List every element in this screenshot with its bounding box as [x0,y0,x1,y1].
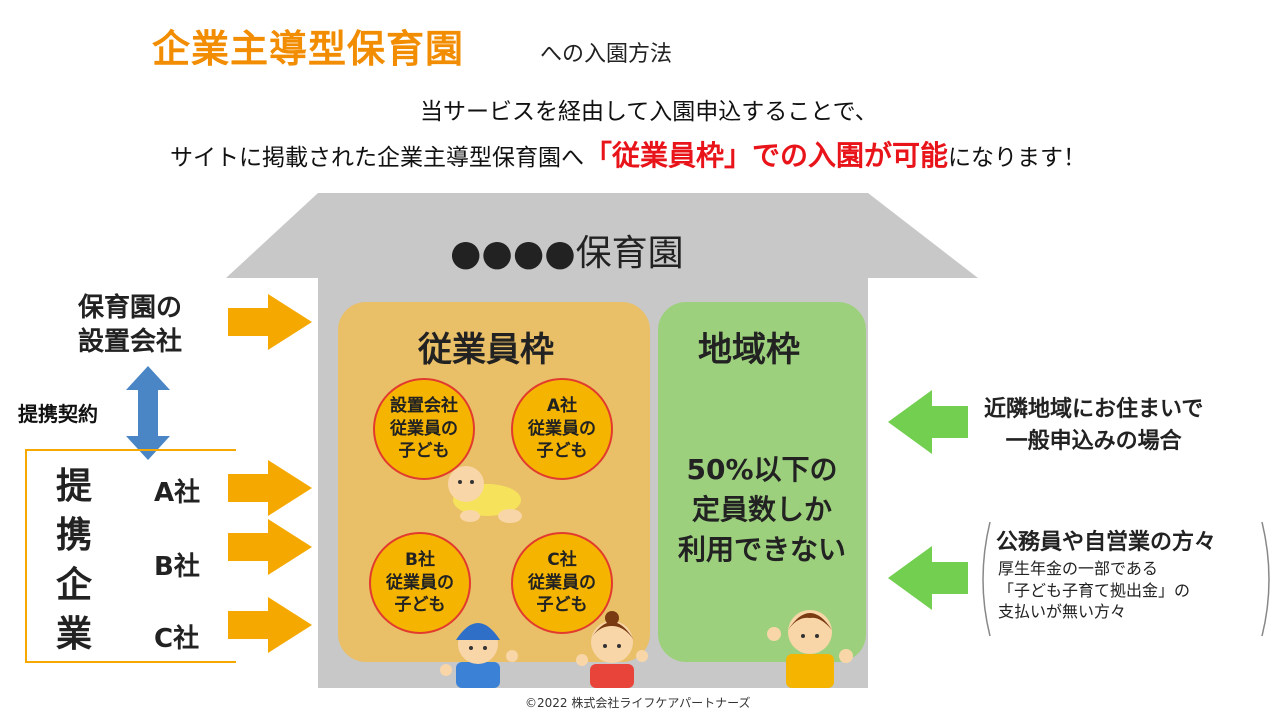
intro-line-2-prefix: サイトに掲載された企業主導型保育園へ [170,145,584,171]
public-worker-note: 厚生年金の一部である 「子ども子育て拠出金」の 支払いが無い方々 [998,559,1191,622]
employee-slot-title: 従業員枠 [418,330,554,370]
boy-yellow-illustration [767,610,853,688]
partner-companies-label: 提 携 企 業 [56,466,93,655]
intro-line-1: 当サービスを経由して入園申込することで、 [420,99,878,125]
company-a-arrow [228,460,312,516]
company-c-employee-children: C社 従業員の 子ども [511,532,613,634]
page-title: 企業主導型保育園 [152,27,465,71]
regional-slot-title: 地域枠 [698,330,800,370]
regional-panel-bg [658,302,866,662]
company-c-label: C社 [154,624,200,654]
partnership-contract-label: 提携契約 [18,402,98,426]
company-b-label: B社 [154,552,200,582]
public-arrow [888,546,968,610]
company-b-employee-children: B社 従業員の 子ども [369,532,471,634]
intro-line-2: サイトに掲載された企業主導型保育園へ「従業員枠」での入園が可能になります！ [170,134,1086,174]
company-b-arrow [228,519,312,575]
partner-bracket [25,449,236,663]
intro-line-2-suffix: になります！ [948,145,1087,171]
operator-company-label: 保育園の 設置会社 [78,293,183,357]
company-a-label: A社 [154,478,201,508]
public-bracket-left [982,521,991,637]
public-worker-title: 公務員や自営業の方々 [996,530,1217,555]
regional-limit-text: 50%以下の 定員数しか 利用できない [677,453,846,566]
local-applicant-text: 近隣地域にお住まいで 一般申込みの場合 [984,397,1204,454]
partnership-arrow [126,366,170,460]
public-bracket-right [1261,521,1270,637]
operator-arrow [228,294,312,350]
copyright: ©2022 株式会社ライフケアパートナーズ [525,696,751,710]
company-c-arrow [228,597,312,653]
nursery-name: ●●●●保育園 [450,233,684,274]
local-arrow [888,390,968,454]
operator-employee-children: 設置会社 従業員の 子ども [373,378,475,480]
intro-highlight: 「従業員枠」での入園が可能 [584,139,949,172]
baby-illustration [448,466,522,523]
girl-illustration [576,611,648,688]
boy-blue-hat-illustration [440,623,518,688]
page-title-suffix: への入園方法 [540,42,673,67]
company-a-employee-children: A社 従業員の 子ども [511,378,613,480]
